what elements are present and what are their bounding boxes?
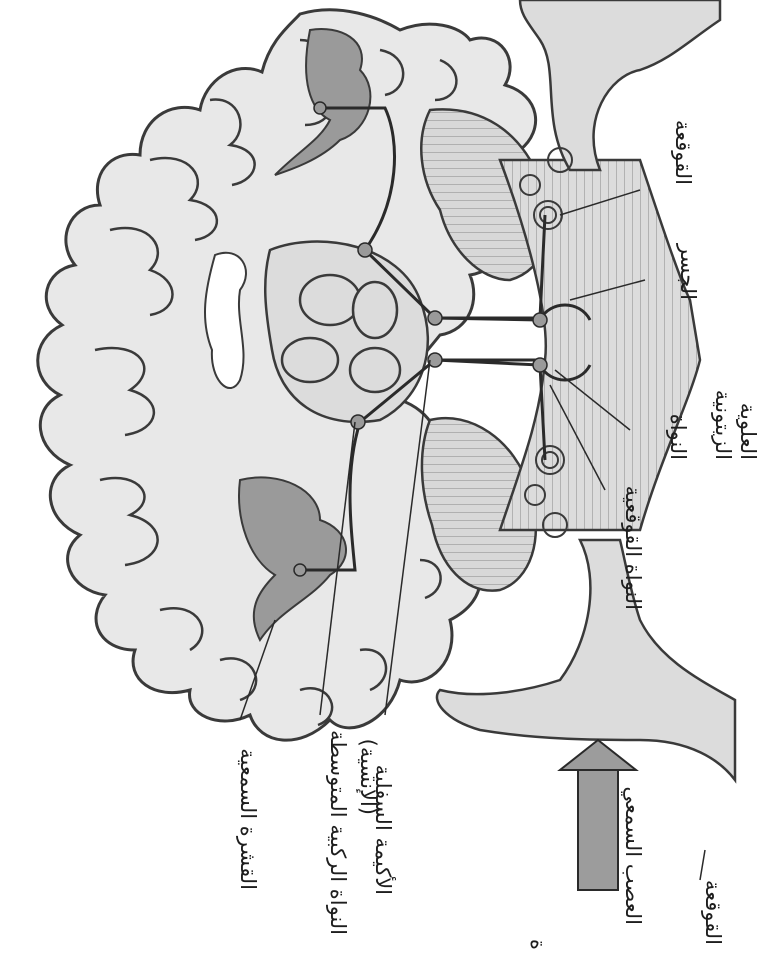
label-auditory-nerve: العصب السمعي (615, 785, 645, 925)
label-medial-geniculate-1: النواة الركبية المتوسطة (320, 695, 350, 935)
label-cochlea-top: القوقعة (665, 105, 695, 185)
brainstem (500, 160, 700, 530)
label-cochlea-bottom: القوقعة (695, 845, 725, 945)
label-auditory-cortex: القشرة السمعية (230, 740, 260, 890)
label-superior-olive-3: العلوية (730, 380, 760, 460)
label-corner-fragment: ة (520, 920, 550, 950)
label-superior-olive-1: النواة (660, 390, 690, 460)
label-inferior-colliculus: الأكيمة السفلية (365, 735, 395, 895)
label-pons: الجسر (670, 230, 700, 300)
label-cochlear-nucleus: النواة القوقعية (615, 460, 645, 610)
